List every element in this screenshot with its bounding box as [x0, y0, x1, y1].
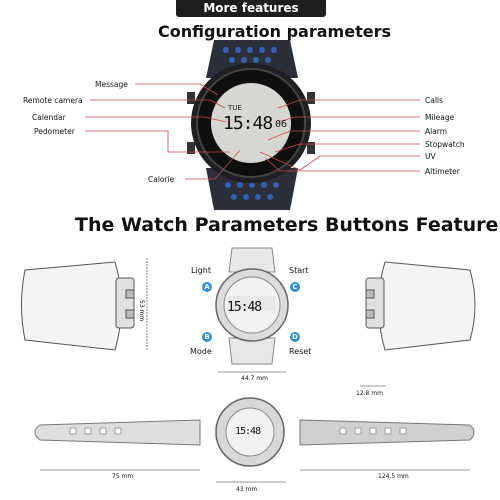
- label-remote-camera: Remote camera: [23, 96, 83, 105]
- label-message: Message: [95, 80, 128, 89]
- buttons-feature-title: The Watch Parameters Buttons Feature: [75, 214, 499, 236]
- strap-watch-time: 15:48: [235, 426, 261, 437]
- watch-seconds: 06: [275, 119, 288, 130]
- configuration-title: Configuration parameters: [158, 22, 391, 41]
- dim-case: 43 mm: [236, 486, 258, 493]
- label-altimeter: Altimeter: [425, 167, 460, 176]
- dim-strap-right: 124.5 mm: [378, 473, 409, 480]
- label-alarm: Alarm: [425, 127, 448, 136]
- label-mode: Mode: [190, 347, 212, 356]
- button-a-marker: A: [202, 282, 212, 292]
- watch-time: 15:48: [223, 113, 273, 134]
- dim-width: 44.7 mm: [241, 375, 268, 382]
- label-light: Light: [191, 266, 211, 275]
- dim-thickness: 12.8 mm: [356, 390, 383, 397]
- button-b-marker: B: [202, 332, 212, 342]
- label-reset: Reset: [289, 347, 312, 356]
- dim-height: 53 mm: [138, 300, 145, 322]
- label-pedometer: Pedometer: [34, 127, 75, 136]
- label-mileage: Mileage: [425, 113, 455, 122]
- dim-strap-left: 75 mm: [112, 473, 134, 480]
- button-c-marker: C: [290, 282, 300, 292]
- watch-day: TUE: [228, 104, 242, 112]
- label-calendar: Calendar: [32, 113, 66, 122]
- button-d-marker: D: [290, 332, 300, 342]
- label-stopwatch: Stopwatch: [425, 140, 465, 149]
- label-calorie: Calorie: [148, 175, 175, 184]
- front-watch-time: 15:48: [227, 300, 262, 315]
- label-calls: Calls: [425, 96, 443, 105]
- more-features-banner: More features: [176, 0, 326, 17]
- label-uv: UV: [425, 152, 436, 161]
- label-start: Start: [289, 266, 309, 275]
